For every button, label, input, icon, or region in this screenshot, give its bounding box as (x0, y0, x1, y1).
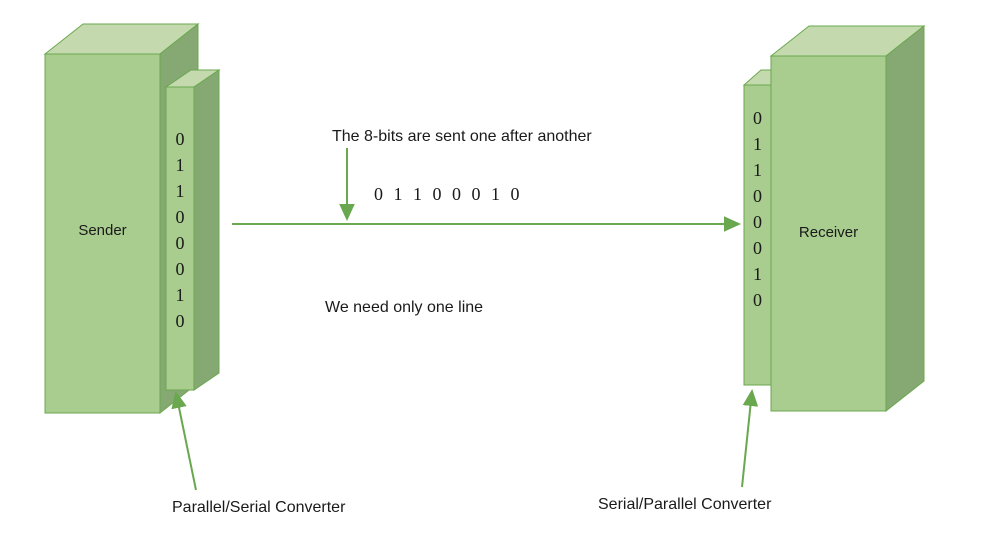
receiver-box-front-face (770, 55, 887, 412)
ps-converter-side-face (193, 69, 220, 391)
receiver-bit: 1 (753, 264, 762, 284)
receiver-bit: 0 (753, 238, 762, 258)
ps-converter-label: Parallel/Serial Converter (172, 499, 346, 516)
sender-bit: 1 (175, 155, 185, 175)
sp-converter-callout-arrow (741, 389, 759, 488)
parallel-serial-converter-box (164, 69, 221, 391)
bit-sequence-label: 0 1 1 0 0 0 1 0 (374, 184, 520, 204)
serial-parallel-converter-box (742, 69, 790, 386)
receiver-label: Receiver (798, 224, 859, 241)
sender-bit: 0 (175, 259, 185, 279)
ps-converter-front-face (165, 86, 195, 391)
sender-box-front-face (44, 53, 161, 414)
sender-bit: 0 (175, 311, 185, 331)
sender-bit: 0 (175, 129, 185, 149)
sender-bit-column: 0 1 1 0 0 0 1 0 (166, 126, 194, 334)
sender-bit: 0 (175, 207, 185, 227)
sp-converter-front-face (743, 84, 772, 386)
receiver-bit: 0 (753, 108, 762, 128)
receiver-bit-column: 0 1 1 0 0 0 1 0 (744, 105, 771, 313)
ps-converter-callout-arrow (171, 391, 197, 491)
sender-bit: 1 (175, 285, 185, 305)
receiver-bit: 0 (753, 186, 762, 206)
sp-converter-label: Serial/Parallel Converter (598, 496, 772, 513)
sender-bit: 0 (175, 233, 185, 253)
top-caption: The 8-bits are sent one after another (332, 128, 592, 145)
receiver-bit: 0 (753, 212, 762, 232)
receiver-bit: 0 (753, 290, 762, 310)
receiver-box-side-face (885, 24, 925, 413)
sender-bit: 1 (175, 181, 185, 201)
receiver-bit: 1 (753, 160, 762, 180)
receiver-box (769, 24, 926, 413)
sender-label: Sender (78, 222, 127, 239)
bottom-caption: We need only one line (325, 299, 484, 316)
receiver-bit: 1 (753, 134, 762, 154)
